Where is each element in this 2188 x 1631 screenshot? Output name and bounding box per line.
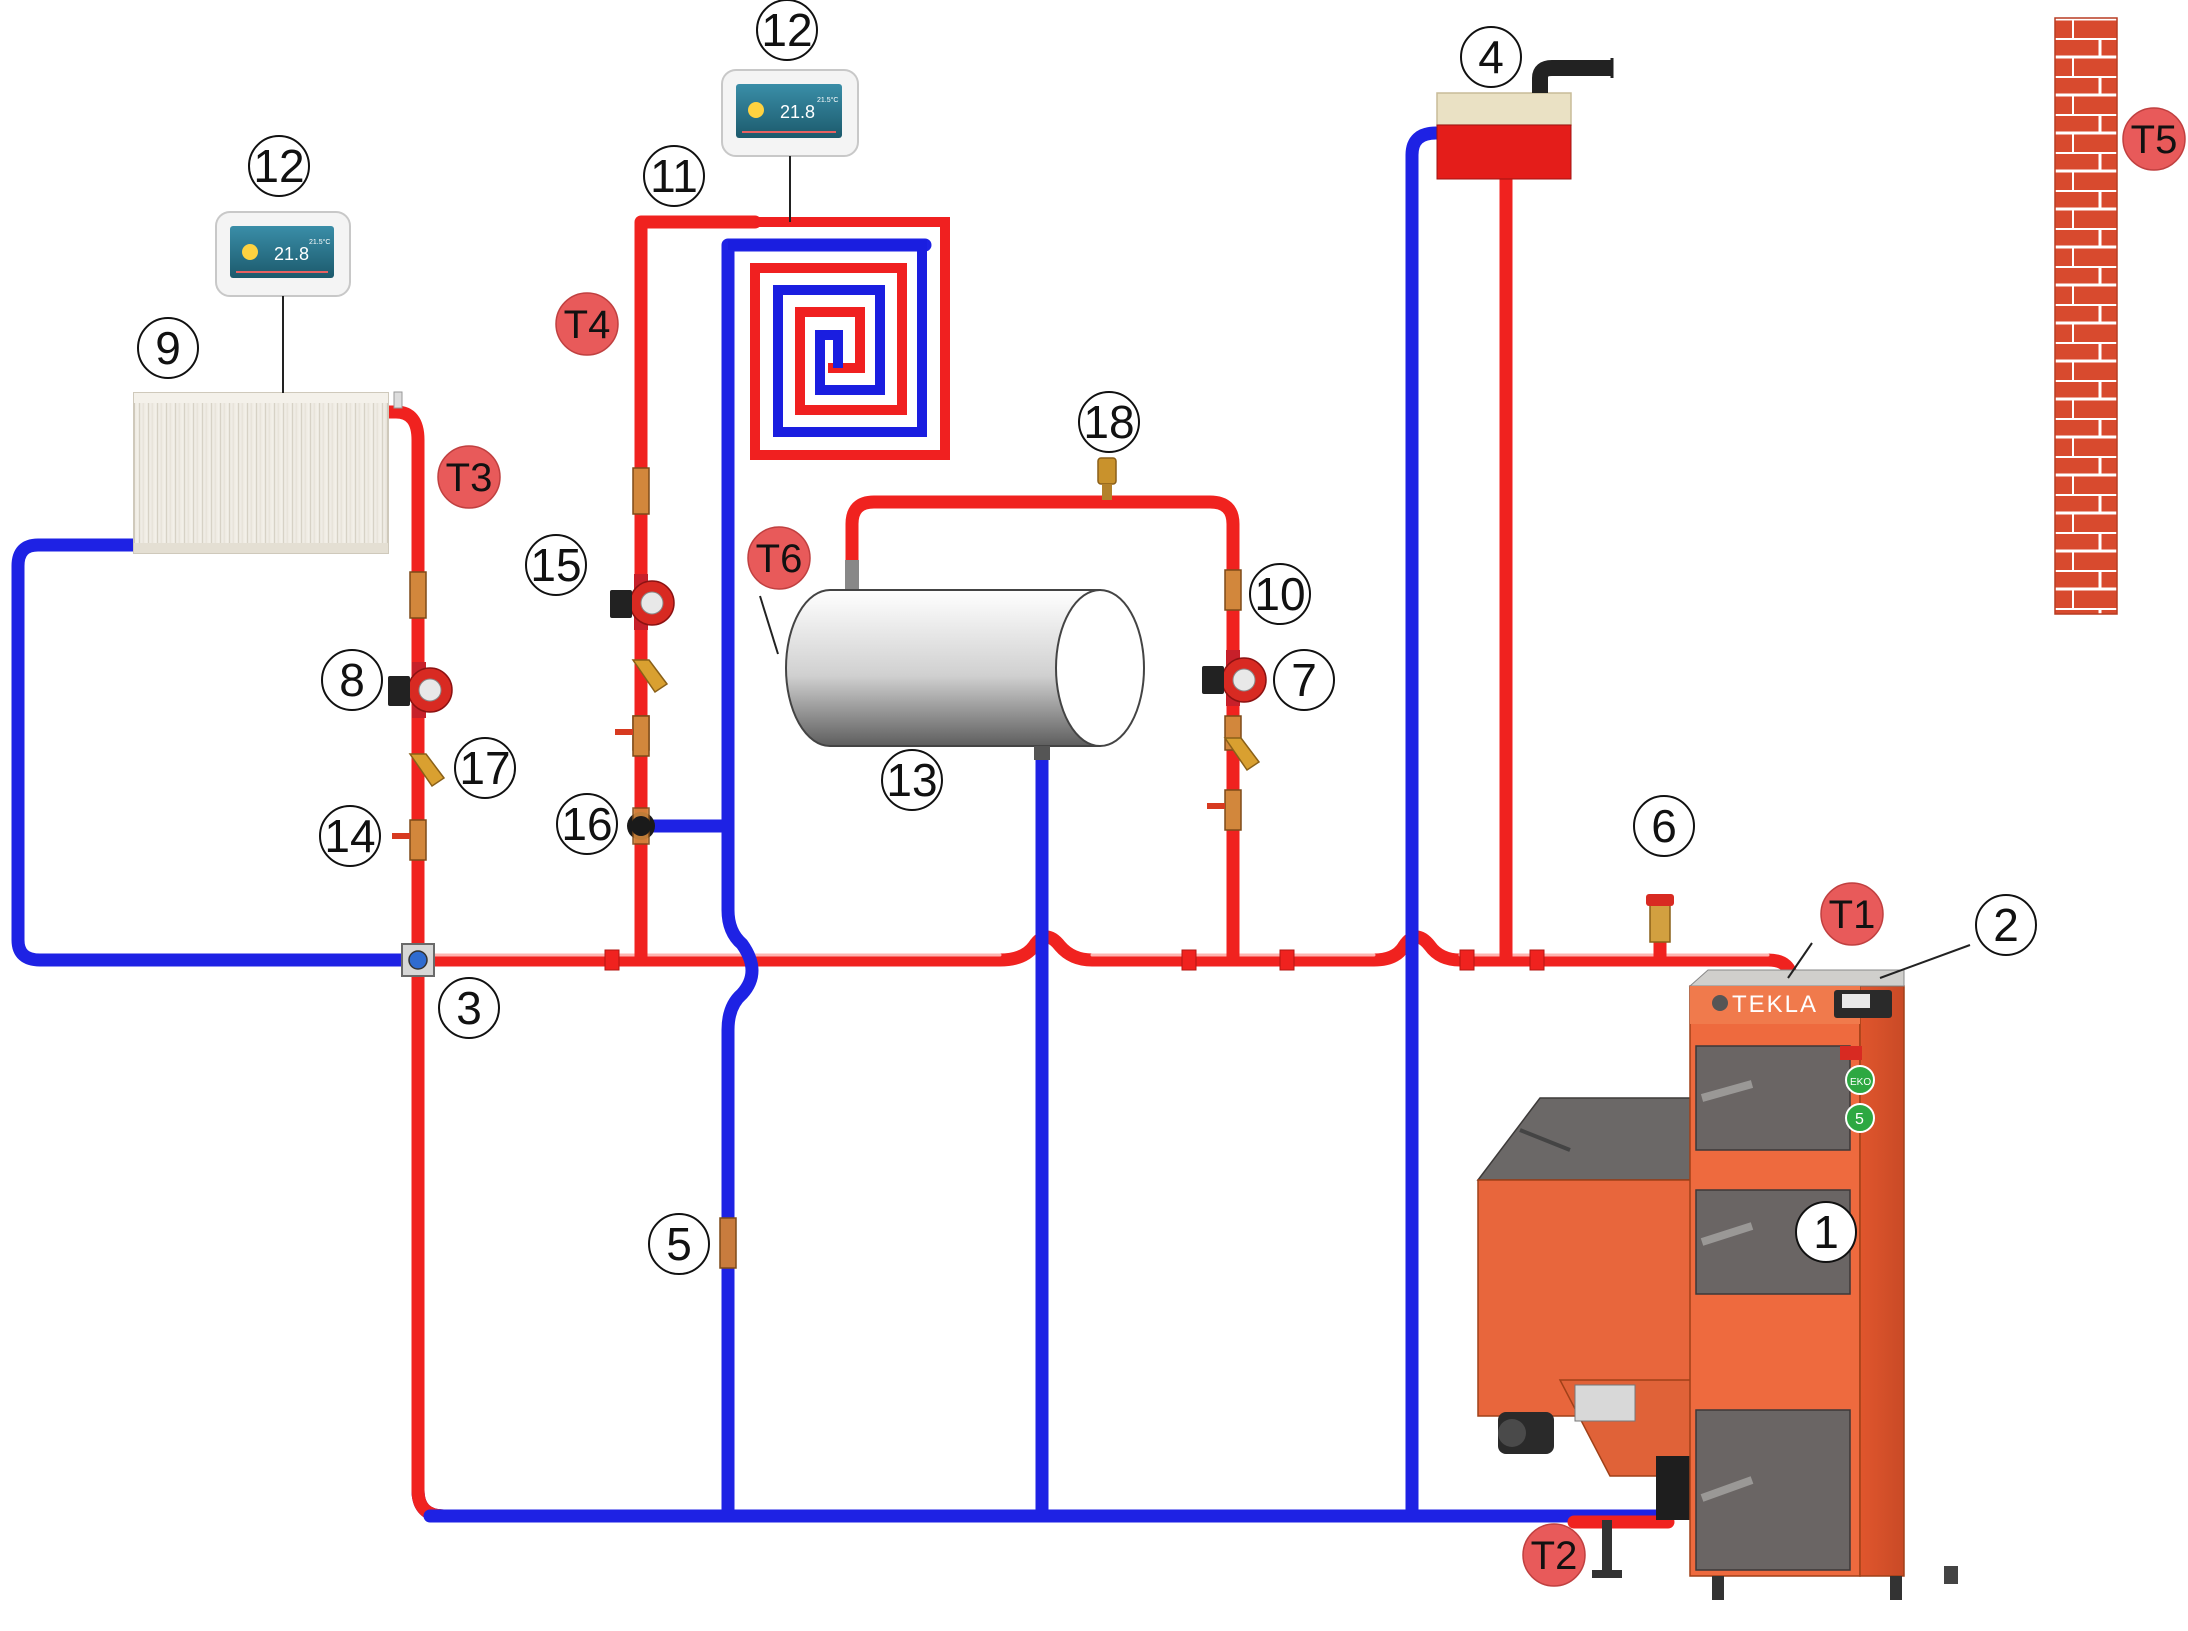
svg-text:T1: T1 [1829, 893, 1876, 937]
main-supply-pipe [411, 930, 1799, 989]
air-vent [1097, 457, 1117, 500]
tank-supply-pipe [845, 495, 1240, 967]
svg-text:14: 14 [324, 810, 375, 862]
svg-text:11: 11 [650, 150, 698, 202]
svg-text:13: 13 [886, 754, 937, 806]
sensor-t4: T4 [555, 292, 619, 356]
safety-valve [1646, 894, 1674, 943]
label-10: 10 [1249, 563, 1311, 625]
svg-text:17: 17 [459, 742, 510, 794]
label-7: 7 [1273, 649, 1335, 711]
circulation-pump-tank [1202, 650, 1267, 706]
floor-return-pipe [721, 238, 932, 1523]
svg-text:T6: T6 [756, 537, 803, 581]
expansion-return-pipe [1405, 126, 1455, 1523]
circulation-pump-radiator [388, 662, 453, 718]
number-labels: 1 2 3 4 5 6 7 8 9 10 11 12 12 13 14 15 1… [137, 0, 2037, 1275]
svg-text:10: 10 [1254, 568, 1305, 620]
boiler-eco-badge: EKO [1850, 1077, 1871, 1088]
label-5: 5 [648, 1213, 710, 1275]
svg-text:6: 6 [1651, 800, 1677, 852]
label-3: 3 [438, 977, 500, 1039]
svg-text:9: 9 [155, 322, 181, 374]
thermostat-reading: 21.8 [274, 244, 309, 264]
svg-text:15: 15 [530, 539, 581, 591]
room-thermostat-radiator: 21.8 21.5°C [215, 211, 351, 297]
room-thermostat-floor: 21.8 21.5°C [721, 69, 859, 157]
thermostat-subreading: 21.5°C [817, 96, 838, 104]
svg-text:T2: T2 [1531, 1534, 1578, 1578]
label-18: 18 [1078, 391, 1140, 453]
label-9: 9 [137, 317, 199, 379]
label-2: 2 [1975, 894, 2037, 956]
radiator-return-pipe [11, 538, 425, 967]
svg-text:2: 2 [1993, 899, 2019, 951]
label-17: 17 [454, 737, 516, 799]
boiler: TEKLA EKO 5 [1476, 969, 1958, 1600]
svg-text:3: 3 [456, 982, 482, 1034]
svg-text:12: 12 [253, 140, 304, 192]
svg-text:T4: T4 [564, 303, 611, 347]
sensor-t2: T2 [1522, 1523, 1586, 1587]
svg-text:1: 1 [1813, 1206, 1839, 1258]
svg-text:7: 7 [1291, 654, 1317, 706]
open-expansion-tank [1436, 58, 1614, 180]
boiler-class-badge: 5 [1855, 1111, 1864, 1128]
sensor-t1: T1 [1820, 882, 1884, 946]
thermostat-reading: 21.8 [780, 102, 815, 122]
label-12-floor: 12 [756, 0, 818, 61]
leader-lines [759, 595, 1971, 979]
svg-text:T3: T3 [446, 456, 493, 500]
check-valve [627, 807, 655, 845]
boiler-brand: TEKLA [1732, 991, 1818, 1018]
circulation-pump-floor [610, 574, 675, 630]
label-8: 8 [321, 649, 383, 711]
label-15: 15 [525, 534, 587, 596]
label-6: 6 [1633, 795, 1695, 857]
svg-text:18: 18 [1083, 396, 1134, 448]
sensor-t6: T6 [747, 526, 811, 590]
four-way-mixing-valve [401, 943, 435, 977]
ball-valves [392, 715, 1242, 861]
brick-chimney [2054, 17, 2118, 615]
sensor-t3: T3 [437, 445, 501, 509]
temperature-sensor-labels: T1 T2 T3 T4 T5 T6 [437, 107, 2186, 1587]
svg-text:12: 12 [761, 4, 812, 56]
svg-text:5: 5 [666, 1218, 692, 1270]
strainer-filters [408, 659, 1261, 788]
label-11: 11 [643, 145, 705, 207]
svg-text:8: 8 [339, 654, 365, 706]
thermostat-subreading: 21.5°C [309, 238, 330, 246]
label-1: 1 [1795, 1201, 1857, 1263]
label-14: 14 [319, 805, 381, 867]
hot-water-tank [785, 560, 1145, 760]
floor-supply-pipe [634, 215, 762, 967]
label-16: 16 [556, 793, 618, 855]
svg-text:T5: T5 [2131, 118, 2178, 162]
label-12-radiator: 12 [248, 135, 310, 197]
sensor-t5: T5 [2122, 107, 2186, 171]
radiator [133, 391, 403, 554]
label-4: 4 [1460, 26, 1522, 88]
radiator-supply-pipe [381, 405, 425, 967]
svg-text:4: 4 [1478, 31, 1504, 83]
pipe-joints [604, 949, 1545, 971]
label-13: 13 [881, 749, 943, 811]
svg-text:16: 16 [561, 798, 612, 850]
floor-heating-coil [728, 217, 950, 460]
